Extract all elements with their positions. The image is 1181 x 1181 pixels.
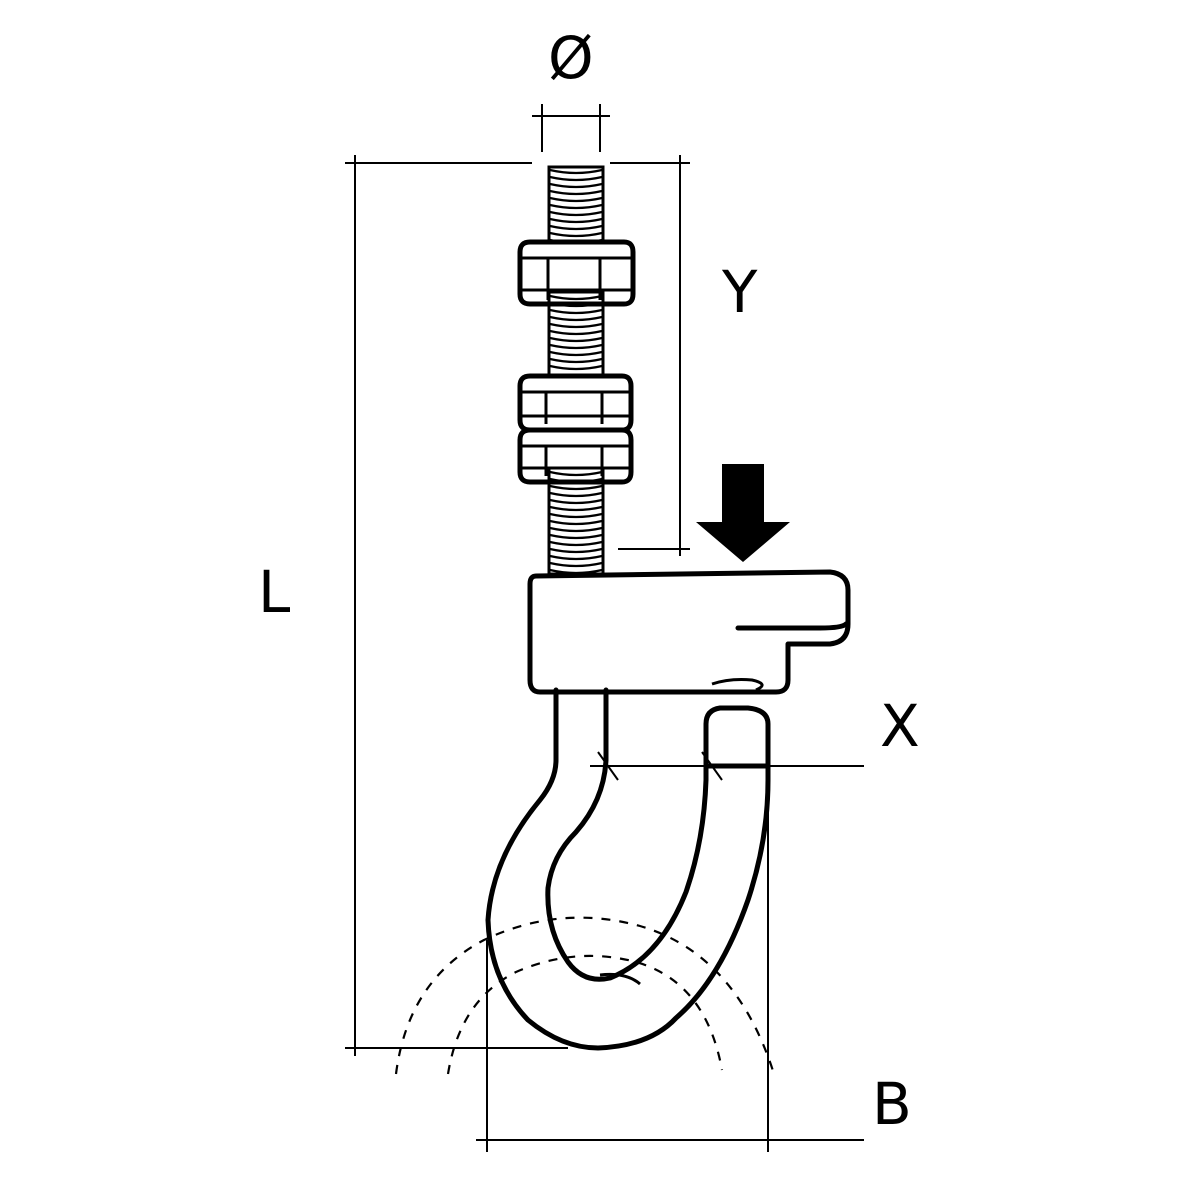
load-direction-arrow-icon: [696, 464, 790, 562]
dashed-ring-outline: [394, 916, 776, 1075]
thread-line: [549, 210, 603, 217]
thread-line: [549, 526, 603, 533]
b-label: B: [872, 1070, 912, 1138]
b-dimension: [476, 812, 864, 1152]
hook-body: [485, 569, 851, 1051]
thread-line: [549, 217, 603, 224]
l-label: L: [258, 558, 290, 626]
diameter-label: Ø: [548, 24, 594, 92]
thread-line: [549, 329, 603, 336]
hex-nut-lower: [517, 427, 634, 485]
thread-line: [549, 308, 603, 315]
hex-nut-top: [517, 239, 636, 307]
rod-bottom-section: [547, 466, 605, 576]
thread-line: [549, 224, 603, 231]
thread-line: [549, 343, 603, 350]
thread-line: [549, 336, 603, 343]
hex-nut-middle: [517, 373, 634, 433]
thread-line: [549, 364, 603, 371]
thread-line: [549, 357, 603, 364]
thread-line: [549, 322, 603, 329]
thread-line: [549, 519, 603, 526]
thread-line: [549, 554, 603, 561]
threaded-rod: [547, 165, 605, 576]
y-label: Y: [721, 258, 758, 326]
x-label: X: [880, 692, 920, 760]
l-dimension: [345, 155, 568, 1056]
y-dimension: [610, 155, 690, 556]
thread-line: [549, 294, 603, 301]
thread-line: [549, 498, 603, 505]
thread-line: [549, 470, 603, 477]
thread-line: [549, 168, 603, 175]
thread-line: [549, 182, 603, 189]
thread-line: [549, 189, 603, 196]
thread-line: [549, 505, 603, 512]
thread-line: [549, 203, 603, 210]
thread-line: [549, 315, 603, 322]
thread-line: [549, 484, 603, 491]
thread-line: [549, 540, 603, 547]
thread-line: [549, 196, 603, 203]
thread-line: [549, 533, 603, 540]
thread-line: [549, 491, 603, 498]
thread-line: [549, 175, 603, 182]
thread-line: [549, 561, 603, 568]
thread-line: [549, 350, 603, 357]
thread-line: [549, 231, 603, 238]
thread-line: [549, 512, 603, 519]
diameter-dimension: [532, 104, 610, 152]
thread-line: [549, 547, 603, 554]
